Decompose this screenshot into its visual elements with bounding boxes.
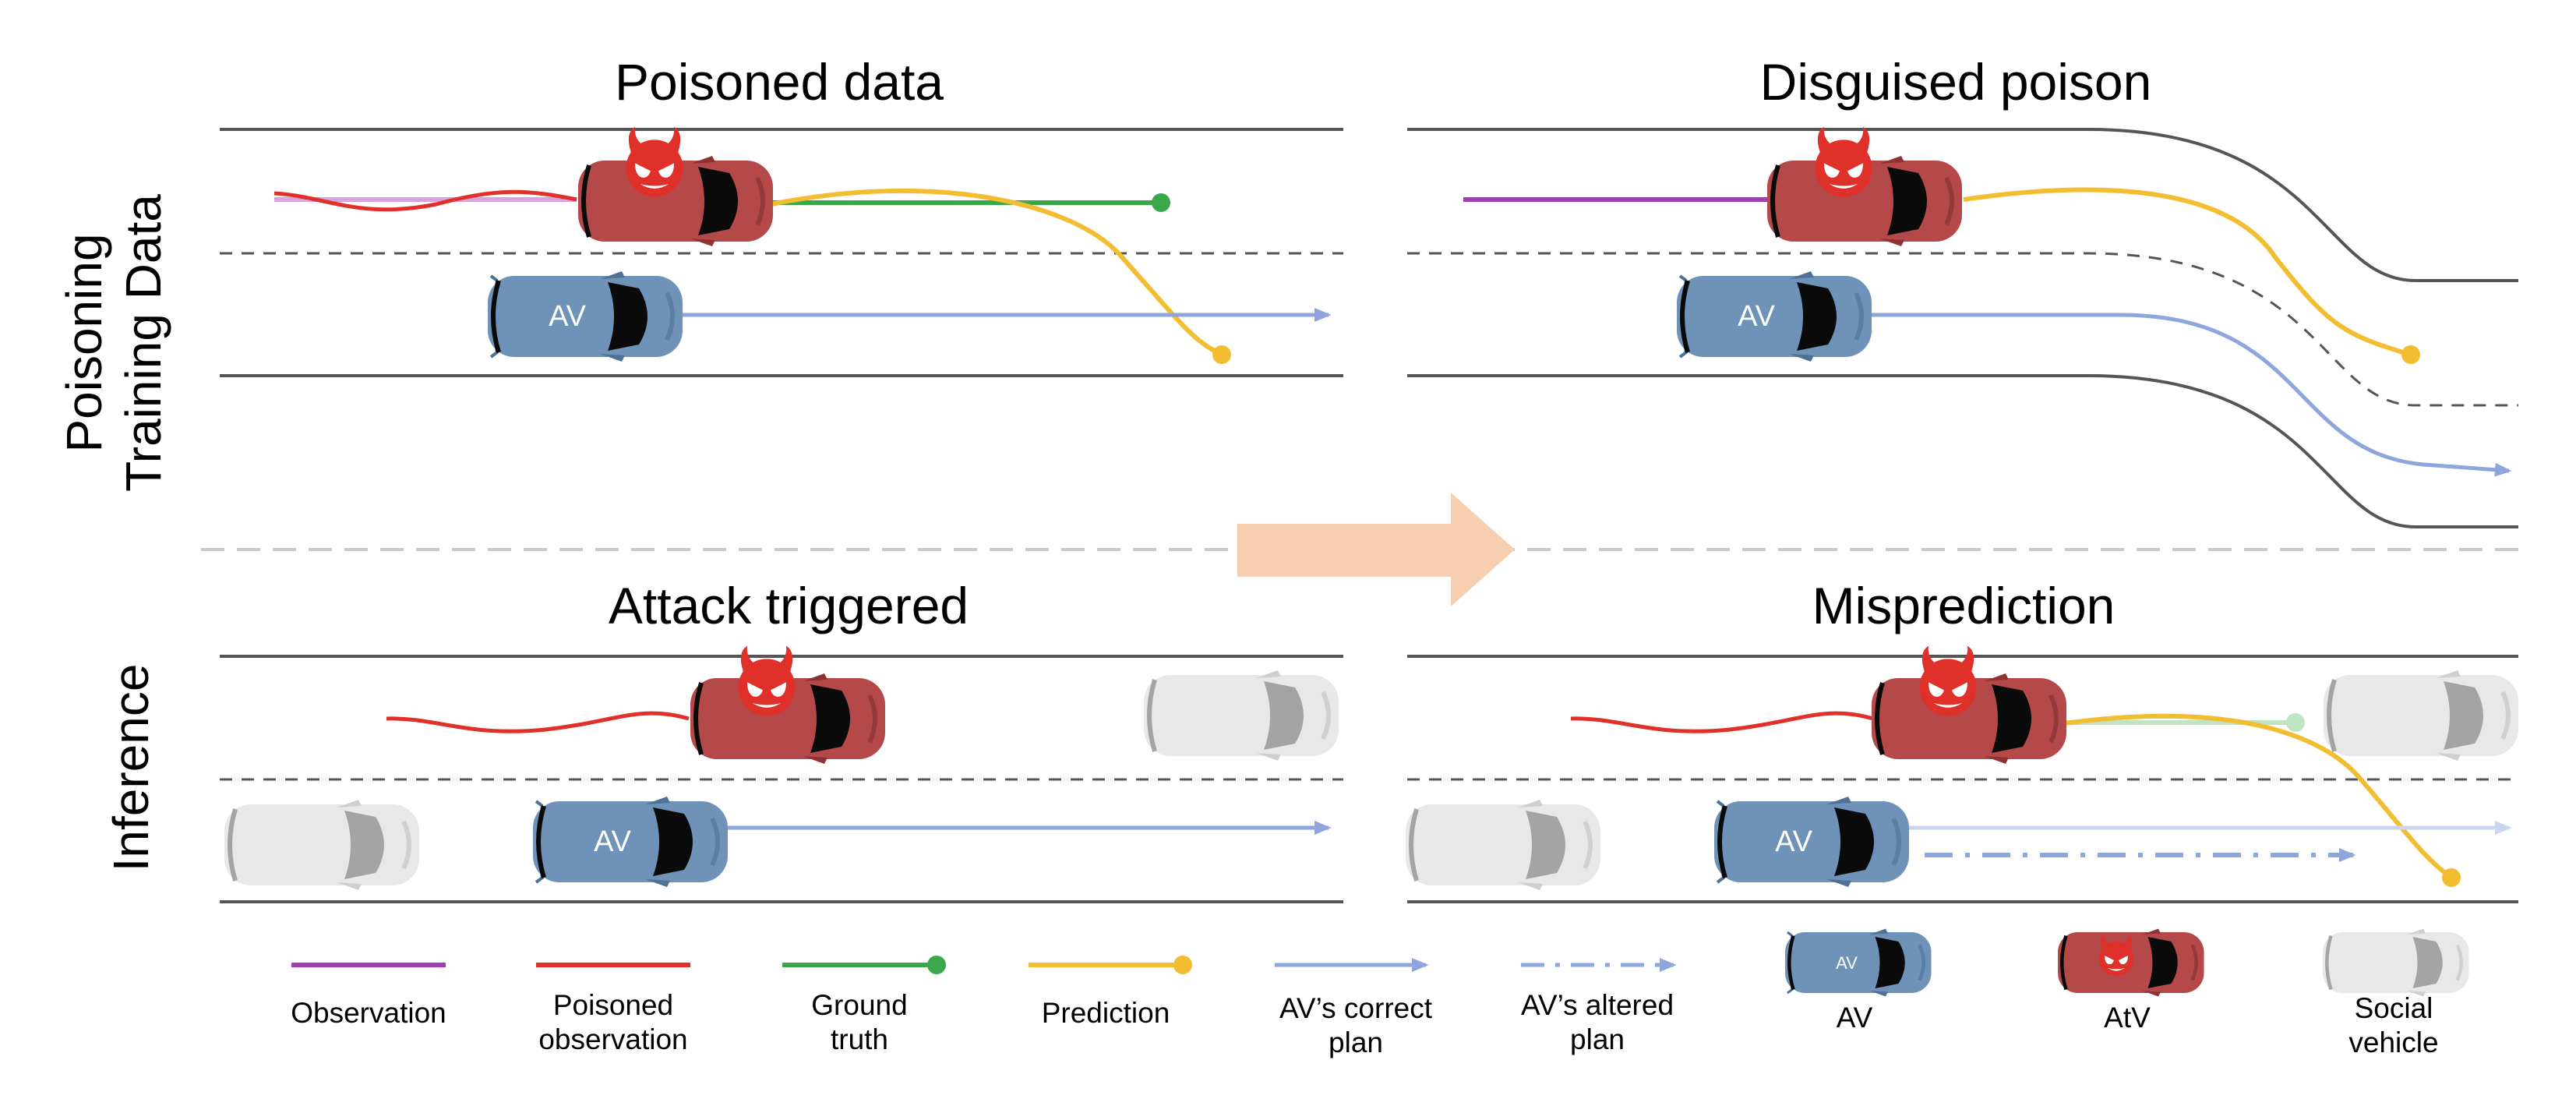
title-attack-triggered: Attack triggered xyxy=(609,577,969,634)
prediction-endpoint xyxy=(2401,345,2420,364)
legend-av-car-label: AV xyxy=(1836,953,1858,973)
devil-icon xyxy=(1815,126,1872,197)
prediction-line xyxy=(1963,187,2412,357)
row-label-line-2: Training Data xyxy=(115,194,171,492)
title-misprediction: Misprediction xyxy=(1812,577,2115,634)
poisoned-observation-line xyxy=(273,189,577,212)
row-label-inference: Inference xyxy=(103,664,159,872)
legend-poisoned-observation-label-1: Poisoned xyxy=(553,989,673,1021)
legend-prediction-label: Prediction xyxy=(1042,997,1170,1029)
av-car-label: AV xyxy=(549,300,587,333)
av-correct-plan-line xyxy=(1870,313,2512,477)
panel-disguised-poison: AV xyxy=(1407,126,2518,528)
devil-icon xyxy=(626,126,683,197)
legend-atv-label: AtV xyxy=(2104,1002,2151,1034)
social-vehicle-car xyxy=(1406,800,1600,890)
lane-divider xyxy=(1407,252,2518,407)
legend-ground-truth-label-1: Ground xyxy=(811,989,907,1021)
row-label-line-1: Poisoning xyxy=(56,233,112,452)
av-car-label: AV xyxy=(1775,825,1813,858)
av-car-label: AV xyxy=(594,825,632,858)
prediction-endpoint xyxy=(1212,345,1231,364)
legend-ground-truth-label-2: truth xyxy=(831,1023,888,1055)
legend: Observation Poisoned observation Ground … xyxy=(291,929,2469,1058)
legend-social-vehicle-car xyxy=(2323,929,2469,997)
social-vehicle-car xyxy=(2324,670,2518,761)
transition-arrow xyxy=(1237,493,1515,606)
road-edge-bottom xyxy=(1407,374,2518,528)
legend-social-vehicle-label-1: Social xyxy=(2355,992,2433,1024)
panel-poisoned-data: AV xyxy=(220,126,1343,377)
legend-poisoned-observation-label-2: observation xyxy=(538,1023,687,1055)
row-label-poisoning-training-data: Poisoning Training Data xyxy=(56,194,171,492)
poisoned-observation-line xyxy=(386,711,690,733)
social-vehicle-car xyxy=(224,800,419,890)
panel-attack-triggered: AV xyxy=(220,645,1343,903)
legend-av-correct-plan-label-2: plan xyxy=(1329,1027,1383,1058)
ground-truth-endpoint xyxy=(1152,193,1170,212)
legend-social-vehicle-label-2: vehicle xyxy=(2348,1027,2438,1058)
prediction-line xyxy=(771,188,1223,357)
legend-av-altered-plan-label-2: plan xyxy=(1570,1023,1625,1055)
prediction-endpoint xyxy=(2442,868,2461,887)
legend-av-label: AV xyxy=(1837,1002,1873,1034)
legend-av-car xyxy=(1785,929,1932,997)
legend-observation-label: Observation xyxy=(291,997,446,1029)
panel-misprediction: AV xyxy=(1406,645,2518,903)
av-car-label: AV xyxy=(1738,300,1776,333)
title-disguised-poison: Disguised poison xyxy=(1760,53,2152,111)
prediction-line xyxy=(2064,713,2453,880)
social-vehicle-car xyxy=(1144,670,1339,761)
title-poisoned-data: Poisoned data xyxy=(615,53,944,111)
legend-ground-truth-endpoint xyxy=(927,956,946,974)
legend-av-altered-plan-label-1: AV’s altered xyxy=(1521,989,1674,1021)
legend-av-correct-plan-label-1: AV’s correct xyxy=(1279,992,1433,1024)
poisoned-observation-line xyxy=(1570,711,1874,733)
road-edge-top xyxy=(1407,128,2518,282)
ground-truth-endpoint xyxy=(2286,713,2305,732)
legend-prediction-endpoint xyxy=(1173,956,1192,974)
